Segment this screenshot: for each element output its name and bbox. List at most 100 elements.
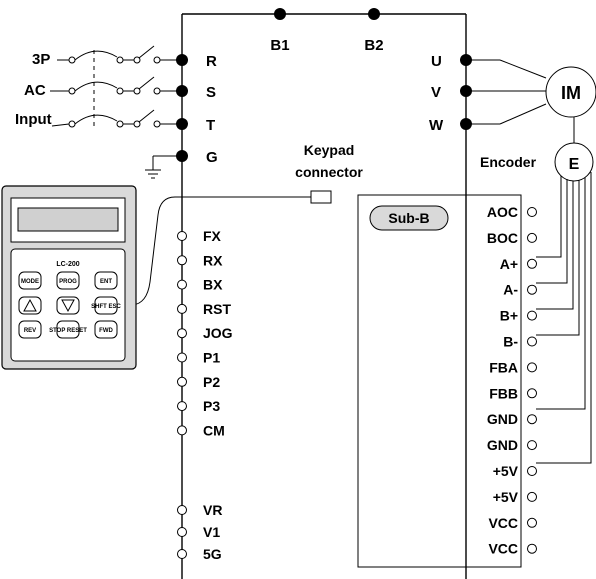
ent-key[interactable] <box>94 271 118 290</box>
terminal-p3 <box>177 401 187 412</box>
keypad-model: LC-200 <box>56 261 79 268</box>
sub-board-badge <box>369 205 449 231</box>
terminal-label-jog: JOG <box>203 325 233 341</box>
sub-terminal-label-plus5v-10: +5V <box>493 463 519 479</box>
keypad-connector-label-2: connector <box>295 164 363 180</box>
g-label: G <box>206 149 218 166</box>
fwd-key[interactable] <box>94 320 118 339</box>
sub-terminal-label-fba-6: FBA <box>489 359 518 375</box>
down-arrow-icon <box>61 299 75 313</box>
sub-terminal-gnd-8 <box>527 414 537 425</box>
sub-terminal-label-bminus-5: B- <box>503 334 518 350</box>
input-wiring <box>50 45 182 130</box>
shft-esc-label: SHFT ESC <box>91 304 121 310</box>
motor-icon <box>545 66 596 118</box>
up-arrow-icon <box>23 298 37 312</box>
terminal-vr <box>177 505 187 515</box>
shft-esc-key[interactable] <box>94 296 118 315</box>
terminal-label-bx: BX <box>203 277 223 293</box>
terminal-rst <box>177 303 187 314</box>
sub-board <box>357 194 522 568</box>
terminal-label-v1: V1 <box>203 524 220 540</box>
sub-terminal-gnd-9 <box>527 440 537 451</box>
svg-text:FWD: FWD <box>99 328 113 334</box>
terminal-rx <box>177 255 187 266</box>
t-terminal <box>176 118 188 130</box>
svg-text:MODE: MODE <box>21 279 39 285</box>
terminal-5g <box>177 549 187 559</box>
terminal-label-cm: CM <box>203 422 225 438</box>
rev-key[interactable] <box>18 320 42 339</box>
inverter-outline <box>181 13 467 579</box>
terminal-cm <box>177 425 187 436</box>
encoder-wiring <box>536 172 592 464</box>
sub-terminal-label-plus5v-11: +5V <box>493 489 519 505</box>
sub-terminal-label-vcc-12: VCC <box>488 515 518 531</box>
stop-reset-key[interactable] <box>56 320 80 339</box>
sub-terminal-fba-6 <box>527 362 537 373</box>
g-terminal <box>176 150 188 162</box>
sub-terminal-label-bplus-4: B+ <box>500 308 518 324</box>
keypad-cable <box>131 196 311 306</box>
input-label-input: Input <box>15 111 52 128</box>
sub-terminal-label-aoc-0: AOC <box>487 204 518 220</box>
ground-icon <box>145 155 182 179</box>
terminal-label-5g: 5G <box>203 546 222 562</box>
prog-key[interactable] <box>56 271 80 290</box>
input-label-ac: AC <box>24 82 46 99</box>
terminal-label-rst: RST <box>203 301 231 317</box>
sub-terminal-aminus-3 <box>527 284 537 295</box>
terminal-v1 <box>177 527 187 537</box>
sub-terminal-label-gnd-9: GND <box>487 437 518 453</box>
motor-label: IM <box>561 83 581 103</box>
stop-reset-label: STOP RESET <box>49 328 87 334</box>
r-terminal <box>176 54 188 66</box>
sub-terminal-label-vcc-13: VCC <box>488 541 518 557</box>
keypad-display <box>17 207 119 232</box>
b2-terminal <box>368 8 380 20</box>
t-label: T <box>206 117 215 134</box>
r-label: R <box>206 53 217 70</box>
sub-terminal-label-aminus-3: A- <box>503 282 518 298</box>
terminal-label-p3: P3 <box>203 398 220 414</box>
sub-terminal-bminus-5 <box>527 336 537 347</box>
encoder-label: E <box>569 156 580 173</box>
u-label: U <box>431 53 442 70</box>
s-label: S <box>206 84 216 101</box>
terminal-fx <box>177 231 187 241</box>
terminal-label-vr: VR <box>203 502 222 518</box>
terminal-label-rx: RX <box>203 252 223 268</box>
terminal-label-fx: FX <box>203 228 222 244</box>
motor-wiring <box>466 59 547 125</box>
svg-text:ENT: ENT <box>100 279 112 285</box>
b2-label: B2 <box>364 37 383 54</box>
w-label: W <box>429 117 444 134</box>
terminal-label-p1: P1 <box>203 350 220 366</box>
svg-text:PROG: PROG <box>59 279 77 285</box>
terminal-label-p2: P2 <box>203 374 220 390</box>
sub-terminal-label-aplus-2: A+ <box>500 256 518 272</box>
input-label-3p: 3P <box>32 51 50 68</box>
sub-terminal-plus5v-10 <box>527 466 537 476</box>
mode-key[interactable] <box>18 271 42 290</box>
sub-terminal-vcc-12 <box>527 517 537 528</box>
sub-terminal-aplus-2 <box>527 258 537 269</box>
sub-board-label: Sub-B <box>388 210 429 226</box>
svg-text:REV: REV <box>24 328 36 334</box>
sub-terminal-aoc-0 <box>527 207 537 217</box>
sub-terminal-fbb-7 <box>527 388 537 399</box>
sub-terminal-boc-1 <box>527 232 537 243</box>
sub-terminal-vcc-13 <box>527 543 537 554</box>
sub-terminal-label-fbb-7: FBB <box>489 385 518 401</box>
sub-terminal-label-boc-1: BOC <box>487 230 518 246</box>
input-labels: 3P AC Input <box>15 51 52 128</box>
terminal-p1 <box>177 352 187 363</box>
b1-label: B1 <box>270 37 289 54</box>
sub-terminal-bplus-4 <box>527 310 537 321</box>
keypad-connector <box>310 190 332 204</box>
terminal-jog <box>177 328 187 339</box>
terminal-p2 <box>177 376 187 387</box>
